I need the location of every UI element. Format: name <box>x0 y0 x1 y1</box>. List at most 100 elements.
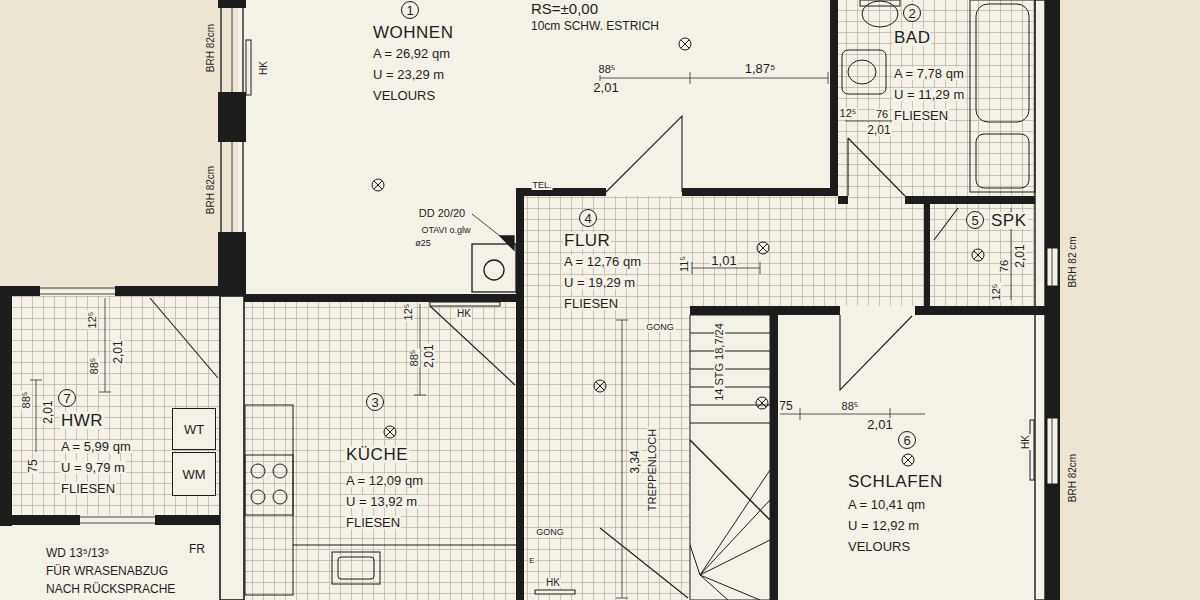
annotation-text: BRH 82cm <box>206 165 216 215</box>
room: SCHLAFENA = 10,41 qmU = 12,92 mVELOURS6 <box>778 315 1035 600</box>
chimney <box>472 214 516 292</box>
plan-annotation: OTAVI o.glw <box>420 220 471 236</box>
room: KÜCHEA = 12,09 qmU = 13,92 mFLIESEN3 <box>245 302 516 600</box>
annotation-text: 12⁵ <box>839 108 858 119</box>
radiators <box>246 40 1034 594</box>
annotation-text: DD 20/20 <box>418 208 466 219</box>
room-label-stack: SPK <box>990 210 1028 231</box>
tile-grid <box>12 0 1035 600</box>
room-label-line: U = 13,92 m <box>345 491 424 512</box>
room-label-line: U = 9,79 m <box>60 457 132 478</box>
room-name: BAD <box>893 29 931 46</box>
plan-annotation: 12⁵ <box>399 303 415 322</box>
room-number-circle: 6 <box>898 431 916 449</box>
room-label-line: FLIESEN <box>563 293 642 314</box>
room-data: U = 13,92 m <box>345 495 418 508</box>
room-label-line: VELOURS <box>372 85 454 106</box>
annotation-text: 88⁵ <box>409 349 420 368</box>
annotation-text: 2,01 <box>866 418 893 431</box>
annotation-text: GONG <box>645 323 675 332</box>
room-number: 5 <box>971 214 978 227</box>
room-label-stack: SCHLAFENA = 10,41 qmU = 12,92 mVELOURS <box>847 471 944 557</box>
plan-annotation: GONG <box>535 522 565 538</box>
annotation-text: BRH 82 cm <box>1068 235 1078 288</box>
annotation-text: HK <box>259 60 269 76</box>
room-data: U = 23,29 m <box>372 68 445 81</box>
plan-annotation: 12⁵ <box>83 311 99 330</box>
annotation-text: 2,01 <box>423 343 435 368</box>
plan-annotation: 88⁵ <box>405 349 421 368</box>
room-label-line: U = 19,29 m <box>563 272 642 293</box>
room-label-line: FLIESEN <box>345 512 424 533</box>
plan-annotation: GONG <box>645 317 675 333</box>
room-data: A = 26,92 qm <box>372 47 451 60</box>
plan-annotation: HK <box>545 573 561 589</box>
room-number: 6 <box>903 434 910 447</box>
plan-annotation: 1,87⁵ <box>744 60 777 76</box>
room-data: FLIESEN <box>893 109 949 122</box>
plan-annotation: 2,01 <box>109 339 125 364</box>
room-data: U = 12,92 m <box>847 519 920 532</box>
plan-annotation: 12⁵ <box>987 283 1003 302</box>
plan-annotation: E <box>528 550 535 566</box>
plan-annotation: NACH RÜCKSPRACHE <box>45 580 176 596</box>
room-label-line: KÜCHE <box>345 444 424 465</box>
fixture-label: WM <box>182 468 205 481</box>
room-data: FLIESEN <box>563 297 619 310</box>
room-label-line: FLIESEN <box>893 105 965 126</box>
plan-annotation: 75 <box>778 397 793 413</box>
staircase <box>690 315 770 600</box>
annotation-text: 2,01 <box>112 339 124 364</box>
room-name: KÜCHE <box>345 446 409 463</box>
room-label-line: SPK <box>990 210 1028 231</box>
room-label-stack: FLURA = 12,76 qmU = 19,29 mFLIESEN <box>563 230 642 314</box>
room-number-circle: 3 <box>366 393 384 411</box>
plan-annotation: BRH 82cm <box>1063 453 1079 503</box>
plan-annotation: 2,01 <box>39 399 55 424</box>
annotation-text: HK <box>456 309 472 319</box>
annotation-text: 75 <box>778 400 793 412</box>
plan-annotation: HK <box>254 60 270 76</box>
room-data: FLIESEN <box>345 516 401 529</box>
plan-annotation: 88⁵ <box>598 60 617 76</box>
annotation-text: RS=±0,00 <box>530 1 599 16</box>
plan-annotation: 88⁵ <box>17 391 33 410</box>
plan-annotation: 2,01 <box>1011 243 1027 268</box>
room-label-line: BAD <box>893 27 965 48</box>
room-name: HWR <box>60 412 104 429</box>
room-number: 2 <box>908 7 915 20</box>
windows <box>40 8 1052 523</box>
room: FLURA = 12,76 qmU = 19,29 mFLIESEN4 <box>524 196 690 600</box>
annotation-text: OTAVI o.glw <box>420 226 471 235</box>
plan-annotation: 88⁵ <box>85 357 101 376</box>
dimension-lines <box>30 72 1011 598</box>
plan-annotation: BRH 82cm <box>201 165 217 215</box>
kitchen-fixtures <box>245 405 516 595</box>
plan-annotation: HK <box>456 304 472 320</box>
room-label-line: U = 12,92 m <box>847 515 944 536</box>
room-label-line: U = 11,29 m <box>893 84 965 105</box>
plan-annotation: 11⁵ <box>675 255 691 273</box>
plan-annotation: 2,01 <box>592 79 619 95</box>
bath-fixtures <box>842 0 1035 192</box>
room-data: FLIESEN <box>60 482 116 495</box>
annotation-text: 1,01 <box>710 254 737 267</box>
annotation-text: 88⁵ <box>598 64 617 75</box>
plan-annotation: 1,01 <box>710 252 737 268</box>
annotation-text: GONG <box>535 528 565 537</box>
annotation-text: 12⁵ <box>991 283 1002 302</box>
walls <box>0 0 1060 600</box>
plan-annotation: 10cm SCHW. ESTRICH <box>530 17 660 33</box>
room-data: VELOURS <box>847 540 911 553</box>
room-label-line: VELOURS <box>847 536 944 557</box>
plan-annotation: TEL. <box>531 175 552 191</box>
room-name: SCHLAFEN <box>847 473 944 490</box>
plan-annotation: 14 STG 18,7/24 <box>710 322 726 402</box>
room-number: 7 <box>63 392 70 405</box>
plan-annotation: DD 20/20 <box>418 204 466 220</box>
room-label-line: WOHNEN <box>372 22 454 43</box>
room-label-line: A = 26,92 qm <box>372 43 454 64</box>
annotation-text: 11⁵ <box>679 255 690 273</box>
